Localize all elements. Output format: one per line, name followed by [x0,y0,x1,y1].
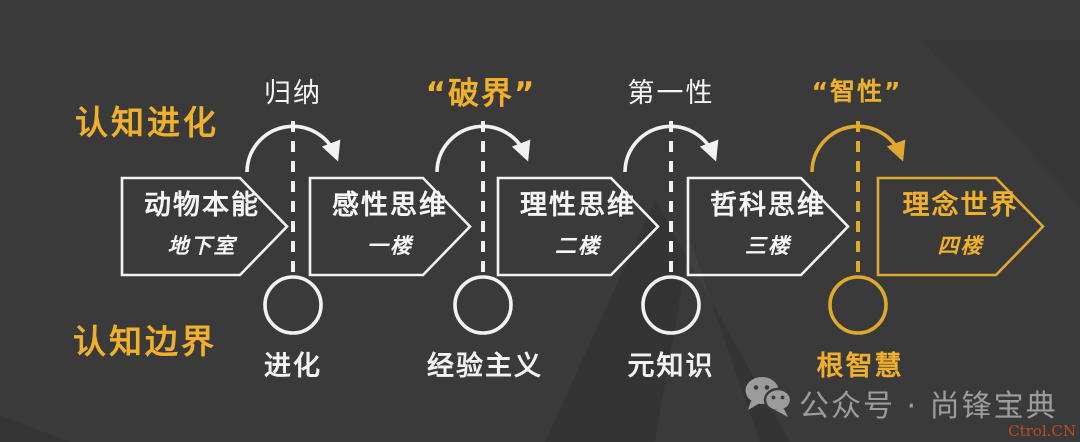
transition-arc-3 [623,124,719,173]
stage-chevron-3 [496,176,660,277]
wechat-icon [745,377,792,417]
stage-floor: 三楼 [745,234,791,258]
stage-world-of-ideas: 理念世界 四楼 [878,191,1043,259]
stage-title: 感性思维 [332,190,448,221]
transition-label-intellect: “智性” [811,77,903,106]
boundary-node-3 [641,275,701,335]
stage-floor: 一楼 [367,234,413,258]
axis-label-cognitive-boundary: 认知边界 [73,322,217,361]
stage-title: 哲科思维 [710,190,826,221]
transition-arc-4 [810,124,906,173]
boundary-node-1 [263,275,323,335]
transition-label-induction: 归纳 [264,78,322,109]
transition-arc-2 [435,124,531,173]
boundary-node-4 [828,275,888,335]
stage-title: 动物本能 [144,190,260,221]
wechat-account-label: 公众号 · 尚锋宝典 [799,389,1058,424]
stage-philosophical-thinking: 哲科思维 三楼 [688,191,848,259]
stage-chevron-5 [876,176,1045,277]
stage-rational-thinking: 理性思维 二楼 [498,191,658,259]
transition-arc-1 [245,124,341,173]
transition-label-breaking-boundary: “破界” [425,76,537,112]
boundary-label-empiricism: 经验主义 [427,351,543,382]
stage-chevron-2 [308,176,472,277]
stage-sensory-thinking: 感性思维 一楼 [310,191,470,259]
stage-floor: 四楼 [937,234,984,258]
background-watermark-shapes [0,40,1080,442]
stage-chevron-4 [686,176,850,277]
stage-title: 理性思维 [520,190,636,221]
stage-chevron-1 [120,176,289,277]
stage-title: 理念世界 [902,190,1019,221]
boundary-label-root-wisdom: 根智慧 [816,351,904,382]
corner-watermark: Ctrol.CN [1008,422,1076,440]
axis-label-cognitive-evolution: 认知进化 [75,103,219,142]
stage-floor: 二楼 [555,234,601,258]
boundary-node-2 [453,275,513,335]
boundary-label-evolution: 进化 [264,351,322,382]
stage-animal-instinct: 动物本能 地下室 [122,191,282,259]
stage-floor: 地下室 [167,234,237,258]
boundary-label-meta-knowledge: 元知识 [627,351,715,382]
transition-label-first-principle: 第一性 [627,78,715,109]
